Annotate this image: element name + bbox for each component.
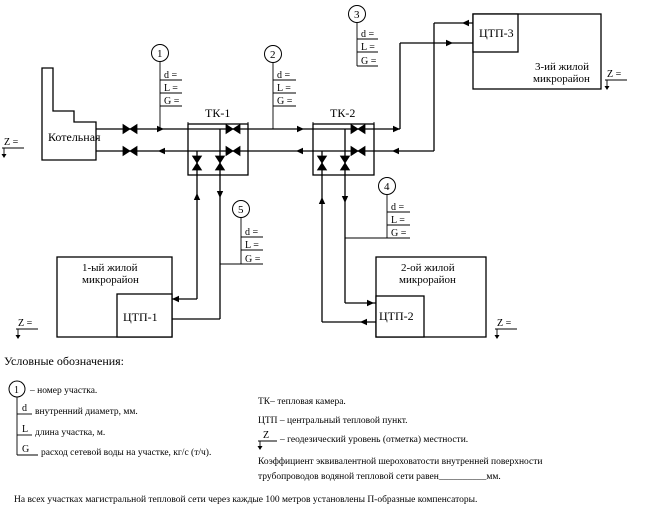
section-1-marker: 1 d = L = G = bbox=[151, 44, 182, 129]
legend-l-symbol: L bbox=[22, 424, 28, 435]
param-d-4: d = bbox=[391, 202, 405, 213]
param-d-3: d = bbox=[361, 29, 375, 40]
section-4-marker: 4 d = L = G = bbox=[345, 177, 410, 239]
legend-d-text: внутренний диаметр, мм. bbox=[35, 406, 138, 417]
param-d-2: d = bbox=[277, 70, 291, 81]
param-g-2: G = bbox=[277, 96, 293, 107]
flow-arrows bbox=[157, 125, 400, 155]
legend-d-symbol: d bbox=[22, 403, 27, 414]
chamber-tk2: ТК-2 bbox=[312, 106, 375, 176]
param-d-5: d = bbox=[245, 227, 259, 238]
legend-tk-text: ТК– тепловая камера. bbox=[258, 397, 346, 407]
boiler-house: Котельная bbox=[41, 67, 101, 161]
param-g-3: G = bbox=[361, 56, 377, 67]
z-mark-district1: Z = bbox=[15, 318, 38, 339]
param-d-1: d = bbox=[164, 70, 178, 81]
legend-g-symbol: G bbox=[22, 444, 29, 455]
z-label-boiler: Z = bbox=[4, 137, 19, 148]
param-l-4: L = bbox=[391, 215, 405, 226]
district-2-line2: микрорайон bbox=[399, 274, 456, 286]
param-l-3: L = bbox=[361, 42, 375, 53]
ctp-label-1: ЦТП-1 bbox=[123, 310, 158, 324]
legend-roughness-line1: Коэффициент эквивалентной шероховатости … bbox=[258, 456, 543, 467]
param-g-5: G = bbox=[245, 254, 261, 265]
tk2-supply-valve bbox=[350, 124, 366, 134]
section-3-marker: 3 d = L = G = bbox=[348, 5, 378, 67]
section-number-3: 3 bbox=[354, 9, 360, 21]
district-1-block: 1-ый жилой микрорайон ЦТП-1 bbox=[56, 256, 173, 338]
chamber-label-tk2: ТК-2 bbox=[330, 106, 355, 120]
param-g-1: G = bbox=[164, 96, 180, 107]
tk2-return-valve bbox=[350, 146, 366, 156]
tk1-supply-valve bbox=[225, 124, 241, 134]
section-5-marker: 5 d = L = G = bbox=[220, 200, 263, 265]
legend-g-text: расход сетевой воды на участке, кг/с (т/… bbox=[41, 447, 211, 458]
param-g-4: G = bbox=[391, 228, 407, 239]
branch-district2 bbox=[318, 129, 376, 326]
legend-title: Условные обозначения: bbox=[4, 354, 124, 368]
z-label-district2: Z = bbox=[497, 318, 512, 329]
section-number-2: 2 bbox=[270, 49, 276, 61]
tk1-return-valve bbox=[225, 146, 241, 156]
boiler-return-valve bbox=[122, 146, 138, 156]
param-l-1: L = bbox=[164, 83, 178, 94]
z-label-district3: Z = bbox=[607, 69, 622, 80]
district-2-line1: 2-ой жилой bbox=[401, 262, 455, 274]
section-number-5: 5 bbox=[238, 204, 244, 216]
chamber-label-tk1: ТК-1 bbox=[205, 106, 230, 120]
z-mark-district3: Z = bbox=[604, 69, 627, 90]
section-2-marker: 2 d = L = G = bbox=[264, 45, 296, 129]
district-1-line2: микрорайон bbox=[82, 274, 139, 286]
param-l-2: L = bbox=[277, 83, 291, 94]
branch-district3 bbox=[399, 19, 473, 151]
ctp-label-3: ЦТП-3 bbox=[479, 26, 514, 40]
legend-section-symbol: 1 bbox=[14, 385, 19, 396]
boiler-label: Котельная bbox=[48, 130, 101, 144]
footer-note: На всех участках магистральной тепловой … bbox=[14, 494, 477, 505]
z-mark-district2: Z = bbox=[494, 318, 517, 339]
legend-section-text: – номер участка. bbox=[29, 386, 97, 396]
legend-roughness-line2: трубопроводов водяной тепловой сети раве… bbox=[258, 471, 501, 482]
section-number-1: 1 bbox=[157, 48, 163, 60]
district-3-line1: 3-ий жилой bbox=[535, 61, 589, 73]
legend-l-text: длина участка, м. bbox=[35, 428, 105, 438]
param-l-5: L = bbox=[245, 240, 259, 251]
legend-z-text: – геодезический уровень (отметка) местно… bbox=[279, 434, 468, 445]
z-label-district1: Z = bbox=[18, 318, 33, 329]
chamber-tk1: ТК-1 bbox=[187, 106, 249, 176]
district-3-line2: микрорайон bbox=[533, 73, 590, 85]
section-number-4: 4 bbox=[384, 181, 390, 193]
ctp-label-2: ЦТП-2 bbox=[379, 309, 414, 323]
boiler-supply-valve bbox=[122, 124, 138, 134]
legend: Условные обозначения: 1 – номер участка.… bbox=[4, 354, 543, 482]
legend-z-symbol: Z bbox=[263, 430, 269, 441]
z-mark-boiler: Z = bbox=[1, 137, 24, 158]
legend-ctp-text: ЦТП – центральный тепловой пункт. bbox=[258, 415, 408, 426]
district-1-line1: 1-ый жилой bbox=[82, 262, 138, 274]
district-2-block: 2-ой жилой микрорайон ЦТП-2 bbox=[375, 256, 487, 338]
district-3-block: ЦТП-3 3-ий жилой микрорайон bbox=[472, 13, 602, 90]
main-pipelines bbox=[96, 128, 434, 152]
